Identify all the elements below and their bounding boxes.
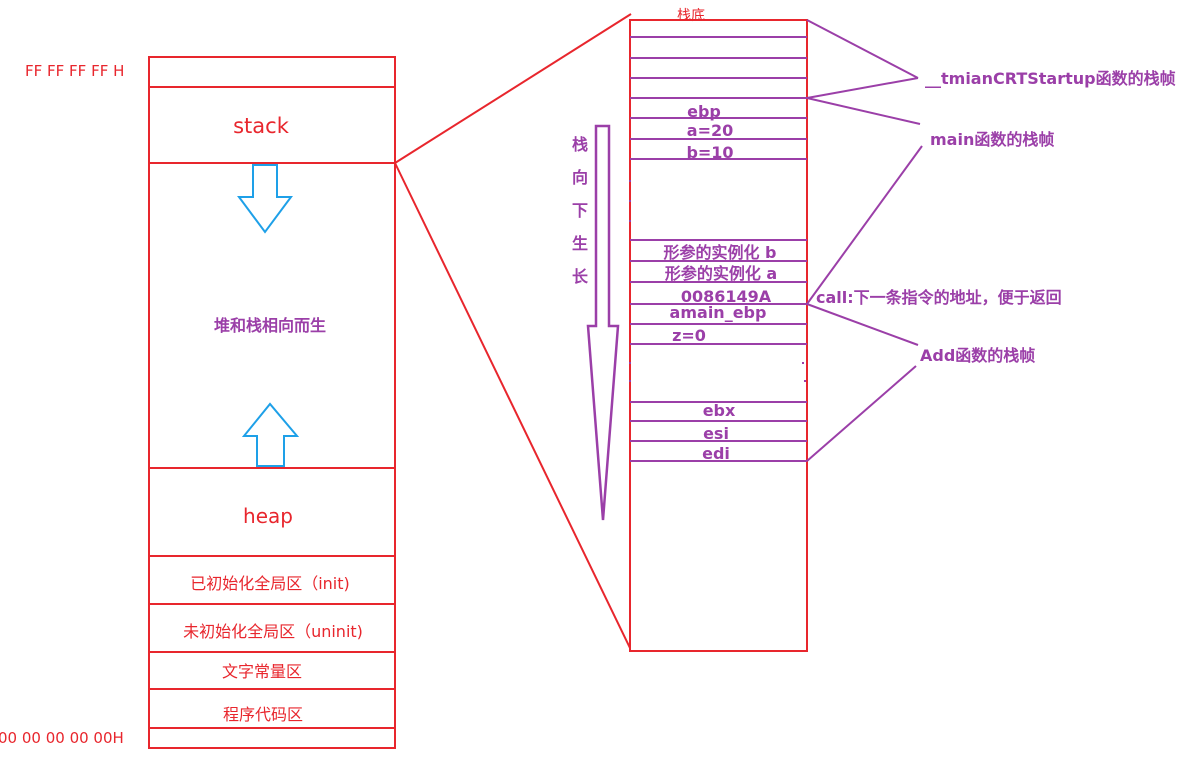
annotation-main-frame: main函数的栈帧 [930, 130, 1054, 149]
stack-growth-arrow-icon [586, 124, 620, 521]
growth-char-2: 向 [572, 168, 588, 187]
growth-char-5: 长 [572, 267, 589, 286]
cell-a: a=20 [687, 121, 733, 140]
cell-esi: esi [703, 424, 729, 443]
code-area-label: 程序代码区 [223, 705, 303, 724]
cell-edi: edi [702, 444, 730, 463]
down-arrow-icon [237, 164, 293, 234]
cell-b: b=10 [686, 143, 733, 162]
up-arrow-icon [241, 402, 300, 467]
growth-char-4: 生 [572, 234, 588, 253]
annotation-tmain-frame: __tmianCRTStartup函数的栈帧 [925, 69, 1176, 88]
zoom-line-top [394, 13, 632, 164]
growth-char-1: 栈 [572, 135, 588, 154]
stack-detail-outline [629, 19, 808, 652]
cell-param-a: 形参的实例化 a [665, 264, 777, 283]
dotted-marks [629, 180, 806, 382]
stack-cell-dividers [630, 36, 807, 462]
stack-cells: ebp a=20 b=10 形参的实例化 b 形参的实例化 a 0086149A… [663, 102, 777, 463]
stack-growth-indicator: 栈 向 下 生 长 [572, 124, 620, 521]
cell-main-ebp: amain_ebp [670, 303, 767, 322]
annotation-call-note: call:下一条指令的地址，便于返回 [816, 288, 1062, 307]
const-area-label: 文字常量区 [222, 662, 302, 681]
heap-stack-growth-label: 堆和栈相向而生 [214, 316, 326, 335]
cell-ebp: ebp [687, 102, 721, 121]
growth-char-3: 下 [572, 201, 588, 220]
address-high-label: FF FF FF FF H [25, 62, 124, 80]
cell-param-b: 形参的实例化 b [663, 243, 776, 262]
heap-label: heap [243, 504, 293, 528]
annotation-lines [806, 19, 923, 462]
address-low-label: 00 00 00 00 00H [0, 729, 124, 747]
cell-return-address: 0086149A [681, 287, 772, 306]
init-global-label: 已初始化全局区（init) [190, 574, 350, 593]
cell-ebx: ebx [703, 401, 736, 420]
memory-block-outline [148, 56, 396, 749]
stack-label: stack [233, 114, 290, 138]
zoom-line-bottom [394, 162, 631, 649]
memory-block [148, 56, 396, 749]
cell-z: z=0 [672, 326, 706, 345]
stack-bottom-label: 栈底 [677, 8, 705, 24]
uninit-global-label: 未初始化全局区（uninit) [183, 622, 363, 641]
annotation-add-frame: Add函数的栈帧 [920, 346, 1035, 365]
